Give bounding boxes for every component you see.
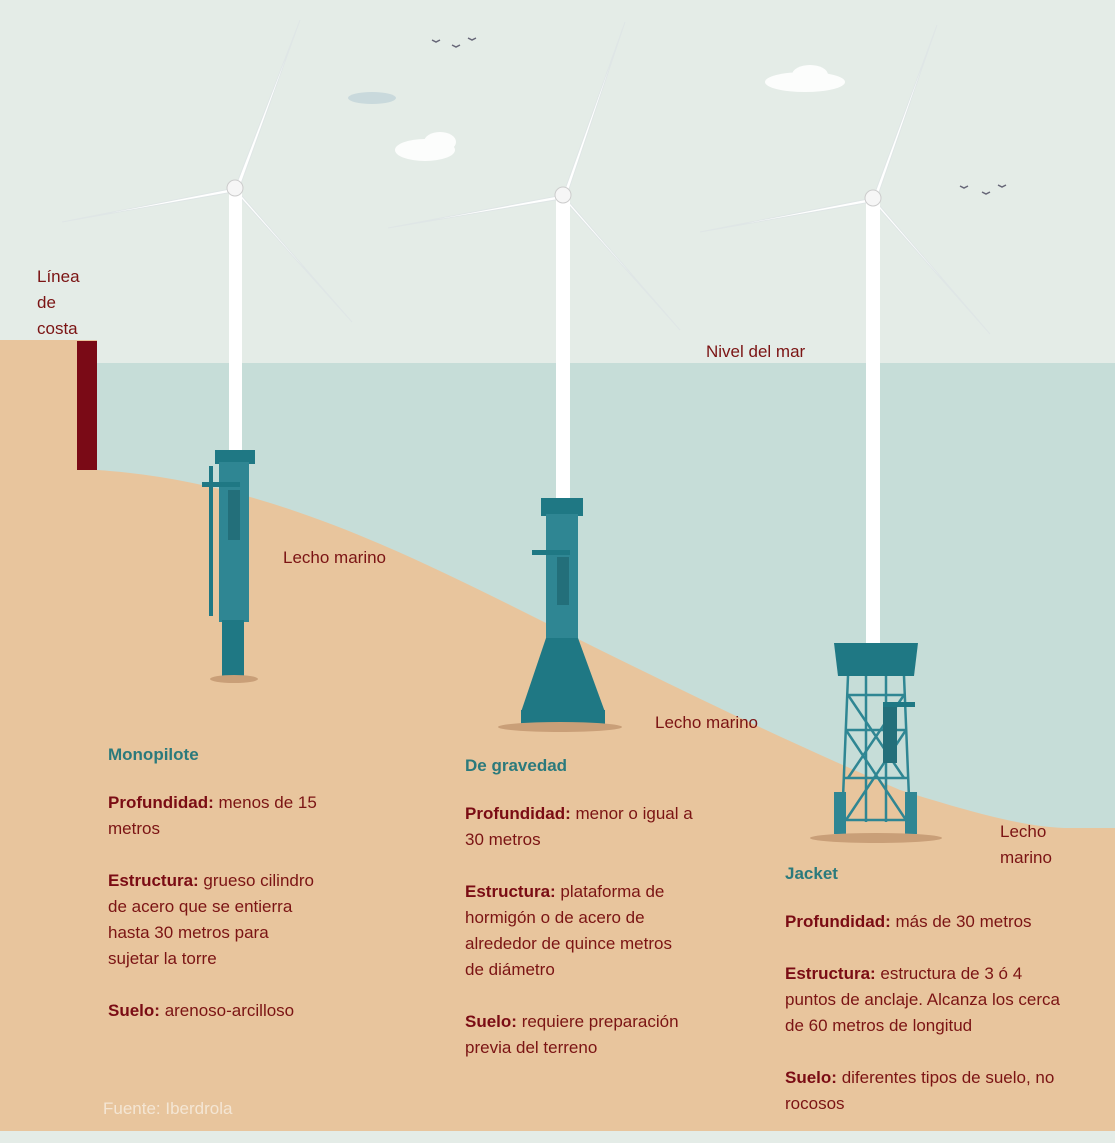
depth-info: Profundidad: menor o igual a 30 metros (465, 804, 693, 849)
soil-info: Suelo: arenoso-arcilloso (108, 1001, 295, 1020)
coastline-label: Línea de costa (37, 264, 80, 342)
foundation-title: De gravedad (465, 756, 568, 775)
coastline-label-line: costa (37, 319, 78, 338)
depth-info: Profundidad: más de 30 metros (785, 912, 1032, 931)
structure-info: Estructura: plataforma de hormigón o de … (465, 882, 672, 979)
coastline-label-line: de (37, 293, 56, 312)
seabed-label-line: marino (1000, 848, 1052, 867)
turbine-jacket (699, 24, 991, 843)
foundation-title: Monopilote (108, 745, 199, 764)
sea-level-label: Nivel del mar (706, 342, 806, 361)
structure-info: Estructura: estructura de 3 ó 4 puntos d… (785, 964, 1061, 1035)
seabed-label-line: Lecho (1000, 822, 1047, 841)
soil-info: Suelo: diferentes tipos de suelo, no roc… (785, 1068, 1055, 1113)
turbine-monopile (61, 19, 353, 683)
turbine-gravity (387, 21, 681, 732)
structure-info: Estructura: grueso cilindro de acero que… (108, 871, 314, 968)
seabed-label: Lecho marino (1000, 819, 1052, 871)
source-credit: Fuente: Iberdrola (103, 1099, 233, 1118)
seabed (0, 340, 1115, 1131)
soil-info: Suelo: requiere preparación previa del t… (465, 1012, 679, 1057)
cloud-icon (348, 92, 396, 104)
foundation-monopile: Monopilote Profundidad: menos de 15 metr… (108, 742, 323, 1050)
depth-info: Profundidad: menos de 15 metros (108, 793, 317, 838)
cloud-icon (395, 65, 845, 161)
coastline-label-line: Línea (37, 267, 80, 286)
foundation-title: Jacket (785, 864, 838, 883)
seabed-label: Lecho marino (283, 548, 387, 567)
foundation-gravity: De gravedad Profundidad: menor o igual a… (465, 753, 695, 1087)
coastline-marker (77, 341, 97, 470)
seabed-label: Lecho marino (655, 713, 759, 732)
foundation-jacket: Jacket Profundidad: más de 30 metros Est… (785, 861, 1065, 1143)
birds-icon (431, 37, 1007, 195)
